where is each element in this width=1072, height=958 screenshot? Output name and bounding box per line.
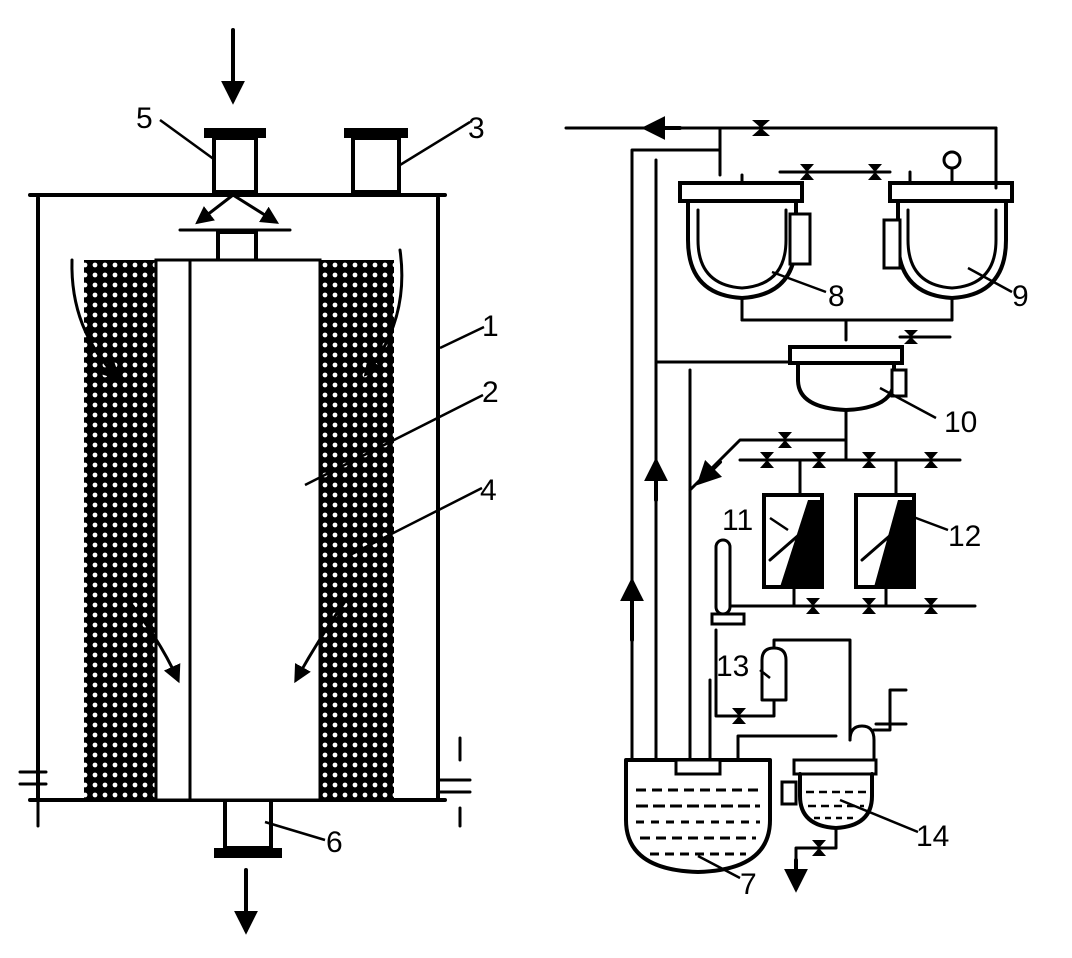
label-6: 6 [326,826,343,859]
label-3: 3 [468,112,485,145]
outlet-nozzle-top [344,128,408,194]
filter-element-left [84,260,156,800]
riser-line [630,126,722,762]
label-7: 7 [740,868,757,901]
process-scheme: 8 9 10 11 12 13 14 7 [564,116,1029,901]
label-13: 13 [716,650,749,683]
distributor-cap [216,230,258,264]
central-channel [188,258,322,802]
housing [28,193,447,802]
outlet-nozzle-bottom [214,798,282,858]
label-12: 12 [948,520,981,553]
label-14: 14 [916,820,949,853]
inlet-nozzle [204,128,266,194]
vessel-10 [788,345,908,412]
vessel-11 [762,458,824,589]
vessel-13 [714,628,852,742]
label-5: 5 [136,102,153,135]
label-8: 8 [828,280,845,313]
level-gauge [714,538,732,616]
label-2: 2 [482,376,499,409]
filter-apparatus: 5 3 1 2 4 6 [18,28,499,935]
label-11: 11 [722,504,753,537]
label-4: 4 [480,474,497,507]
vessel-9 [882,150,1014,322]
label-10: 10 [944,406,977,439]
label-1: 1 [482,310,499,343]
tank-7 [624,368,838,874]
vessel-8 [678,181,812,322]
flange-marks [18,736,472,828]
filter-element-right [320,260,394,800]
vessel-12 [854,458,916,589]
vessel-14 [780,688,908,893]
label-9: 9 [1012,280,1029,313]
